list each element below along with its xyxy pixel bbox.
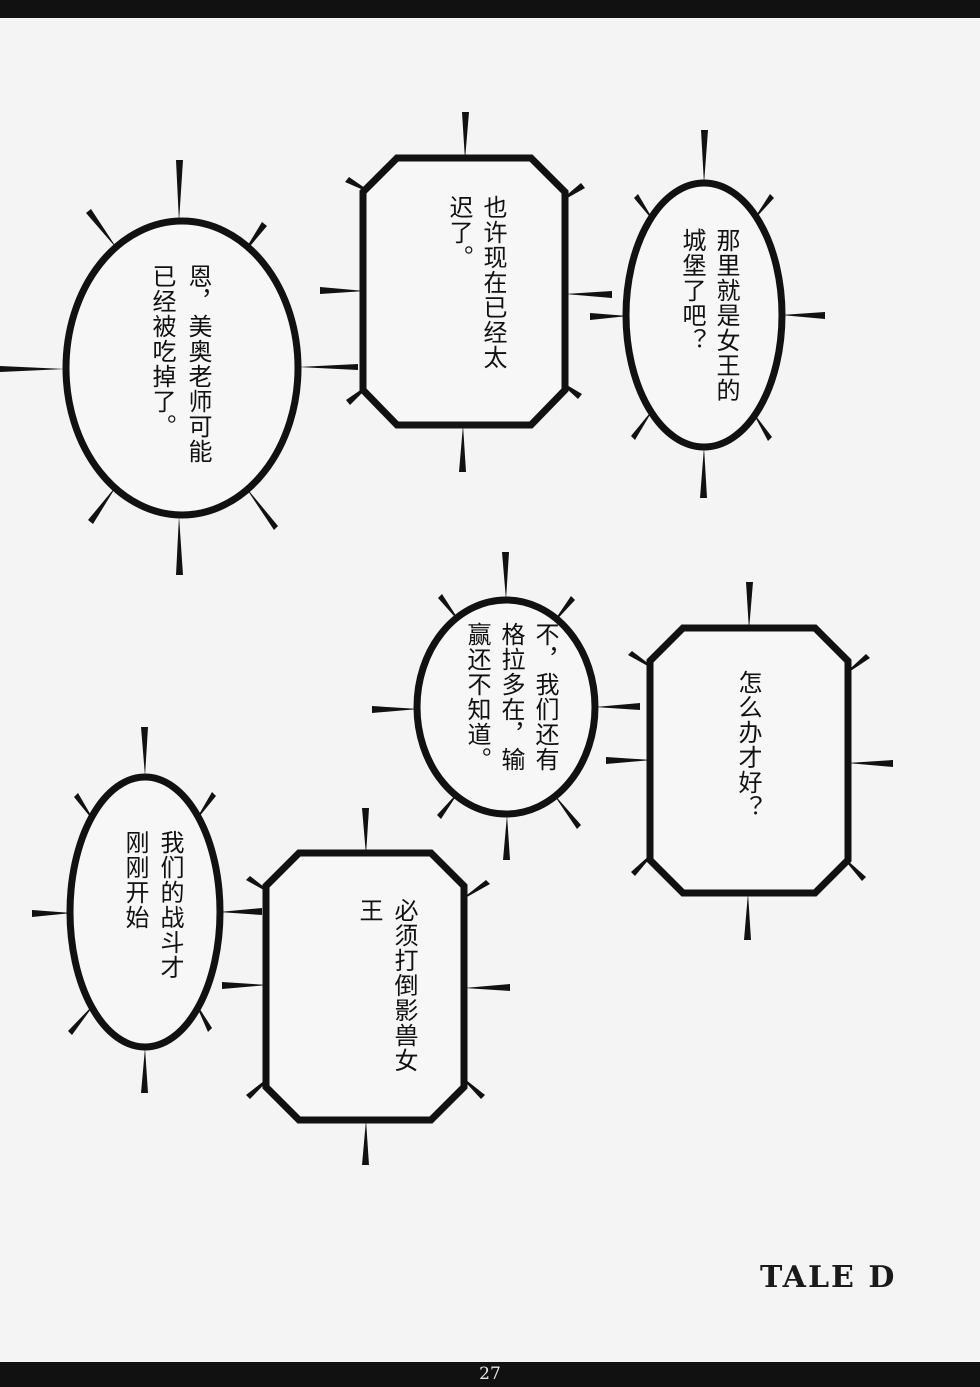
- page-number: 27: [479, 1364, 501, 1384]
- top-border-bar: [0, 0, 980, 18]
- speech-bubble-6-line-1: 我们的战斗才: [156, 830, 184, 980]
- speech-bubble-3-line-1: 那里就是女王的: [712, 228, 740, 403]
- tale-label: TALE D: [760, 1260, 897, 1295]
- speech-bubble-4-line-3: 赢还不知道。: [463, 622, 491, 772]
- speech-bubble-4-line-2: 格拉多在，输: [497, 622, 525, 772]
- speech-bubble-6-line-2: 刚刚开始: [121, 830, 149, 930]
- speech-bubble-7-line-1: 必须打倒影兽女: [390, 898, 418, 1073]
- speech-bubble-7-line-2: 王: [355, 898, 383, 923]
- speech-bubble-2-line-1: 也许现在已经太: [479, 195, 507, 370]
- speech-bubble-1-line-2: 已经被吃掉了。: [148, 264, 176, 439]
- speech-bubble-3-line-2: 城堡了吧？: [678, 228, 706, 353]
- speech-bubble-1-line-1: 恩，美奥老师可能: [184, 264, 212, 464]
- speech-bubble-5-line-1: 怎么办才好？: [734, 670, 762, 820]
- speech-bubble-2-line-2: 迟了。: [445, 195, 473, 270]
- speech-bubble-4-line-1: 不，我们还有: [531, 622, 559, 772]
- bottom-border-bar: [0, 1362, 980, 1387]
